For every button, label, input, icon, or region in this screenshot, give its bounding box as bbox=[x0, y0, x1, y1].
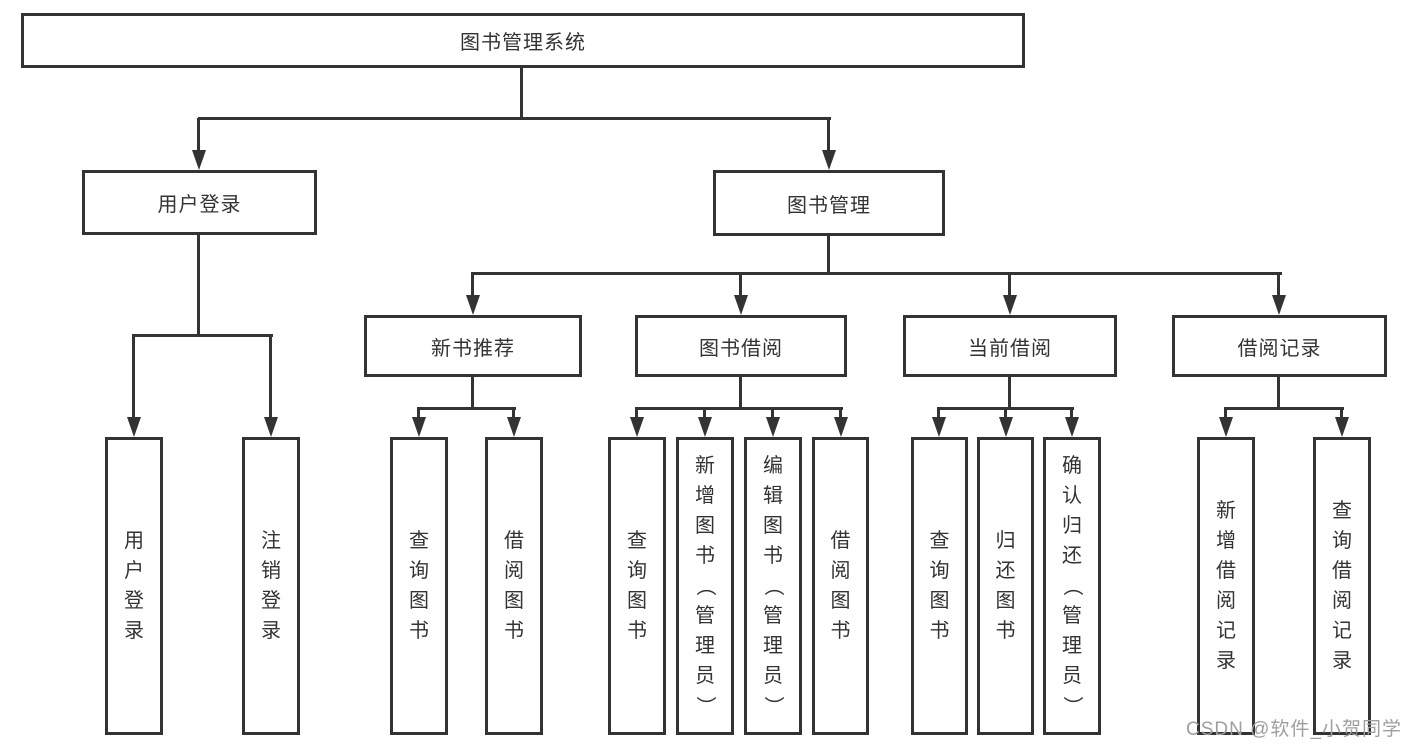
connector-recommend-crossbar bbox=[417, 407, 516, 410]
connector-level3-crossbar bbox=[471, 272, 1282, 275]
node-book-borrowing: 图书借阅 bbox=[635, 315, 847, 377]
leaf-user-login: 用户登录 bbox=[105, 437, 163, 735]
arrowhead-new-book-recommend-icon bbox=[466, 295, 480, 315]
connector-to-leaf-edit-books bbox=[771, 408, 774, 419]
node-current-borrowing: 当前借阅 bbox=[903, 315, 1117, 377]
connector-to-borrow-records bbox=[1277, 273, 1280, 297]
connector-to-leaf-borrow-books bbox=[839, 408, 842, 419]
leaf-query-books-recommend: 查询图书 bbox=[390, 437, 448, 735]
leaf-confirm-return-admin: 确认归还（管理员） bbox=[1043, 437, 1101, 735]
connector-recommend-stem bbox=[471, 377, 474, 408]
connector-book-management-stem bbox=[827, 236, 830, 273]
leaf-logout: 注销登录 bbox=[242, 437, 300, 735]
leaf-query-borrow-record-label: 查询借阅记录 bbox=[1332, 500, 1352, 672]
leaf-return-books-label: 归还图书 bbox=[995, 530, 1016, 642]
node-user-login: 用户登录 bbox=[82, 170, 317, 235]
arrowhead-leaf-borrow-recommend-icon bbox=[507, 417, 521, 437]
leaf-user-login-label: 用户登录 bbox=[124, 530, 144, 642]
arrowhead-leaf-return-books-icon bbox=[999, 417, 1013, 437]
connector-to-leaf-add-books bbox=[703, 408, 706, 419]
connector-to-book-borrowing bbox=[739, 273, 742, 297]
connector-to-leaf-query-recommend bbox=[417, 408, 420, 419]
connector-to-leaf-query-current bbox=[937, 408, 940, 419]
connector-to-book-management bbox=[827, 118, 830, 152]
arrowhead-borrow-records-icon bbox=[1272, 295, 1286, 315]
node-new-book-recommend: 新书推荐 bbox=[364, 315, 582, 377]
connector-to-leaf-return-books bbox=[1004, 408, 1007, 419]
arrowhead-leaf-add-books-icon bbox=[698, 417, 712, 437]
connector-to-leaf-add-record bbox=[1224, 408, 1227, 419]
leaf-add-borrow-record: 新增借阅记录 bbox=[1197, 437, 1255, 735]
connector-to-leaf-query-record bbox=[1340, 408, 1343, 419]
leaf-query-books-borrowing: 查询图书 bbox=[608, 437, 666, 735]
leaf-add-books-admin: 新增图书（管理员） bbox=[676, 437, 734, 735]
node-new-book-recommend-label: 新书推荐 bbox=[431, 337, 515, 360]
node-book-borrowing-label: 图书借阅 bbox=[699, 337, 783, 360]
arrowhead-user-login-icon bbox=[192, 150, 206, 170]
leaf-query-books-current: 查询图书 bbox=[911, 437, 968, 735]
connector-borrowing-stem bbox=[739, 377, 742, 408]
arrowhead-leaf-logout-icon bbox=[264, 417, 278, 437]
arrowhead-leaf-query-recommend-icon bbox=[412, 417, 426, 437]
node-root-label: 图书管理系统 bbox=[460, 32, 586, 54]
node-borrow-records: 借阅记录 bbox=[1172, 315, 1387, 377]
leaf-add-books-admin-label: 新增图书（管理员） bbox=[694, 455, 716, 716]
arrowhead-leaf-user-login-icon bbox=[127, 417, 141, 437]
csdn-watermark: CSDN @软件_小贺同学 bbox=[1186, 719, 1402, 740]
connector-records-crossbar bbox=[1224, 407, 1344, 410]
connector-root-stem bbox=[520, 68, 523, 118]
connector-user-login-stem bbox=[197, 235, 200, 335]
connector-to-leaf-confirm-return bbox=[1070, 408, 1073, 419]
connector-to-current-borrowing bbox=[1008, 273, 1011, 297]
leaf-logout-label: 注销登录 bbox=[261, 530, 281, 642]
arrowhead-leaf-query-record-icon bbox=[1335, 417, 1349, 437]
connector-to-leaf-borrow-recommend bbox=[512, 408, 515, 419]
connector-current-stem bbox=[1008, 377, 1011, 408]
connector-to-new-book-recommend bbox=[471, 273, 474, 297]
leaf-borrow-books: 借阅图书 bbox=[812, 437, 869, 735]
connector-to-leaf-logout bbox=[269, 335, 272, 419]
arrowhead-leaf-query-borrowing-icon bbox=[630, 417, 644, 437]
node-user-login-label: 用户登录 bbox=[157, 194, 242, 216]
arrowhead-book-borrowing-icon bbox=[734, 295, 748, 315]
connector-records-stem bbox=[1277, 377, 1280, 408]
leaf-borrow-books-recommend: 借阅图书 bbox=[485, 437, 543, 735]
arrowhead-current-borrowing-icon bbox=[1003, 295, 1017, 315]
node-root-library-system: 图书管理系统 bbox=[21, 13, 1025, 68]
arrowhead-book-management-icon bbox=[822, 150, 836, 170]
leaf-add-borrow-record-label: 新增借阅记录 bbox=[1216, 500, 1236, 672]
connector-user-login-crossbar bbox=[132, 334, 273, 337]
connector-to-leaf-user-login bbox=[132, 335, 135, 419]
leaf-query-books-borrowing-label: 查询图书 bbox=[627, 530, 647, 642]
leaf-edit-books-admin: 编辑图书（管理员） bbox=[744, 437, 802, 735]
arrowhead-leaf-edit-books-icon bbox=[766, 417, 780, 437]
leaf-confirm-return-admin-label: 确认归还（管理员） bbox=[1061, 455, 1083, 716]
connector-to-leaf-query-borrowing bbox=[635, 408, 638, 419]
arrowhead-leaf-confirm-return-icon bbox=[1065, 417, 1079, 437]
node-book-management: 图书管理 bbox=[713, 170, 945, 236]
leaf-edit-books-admin-label: 编辑图书（管理员） bbox=[762, 455, 784, 716]
arrowhead-leaf-add-record-icon bbox=[1219, 417, 1233, 437]
connector-root-crossbar bbox=[198, 117, 831, 120]
arrowhead-leaf-query-current-icon bbox=[932, 417, 946, 437]
connector-borrowing-crossbar bbox=[635, 407, 843, 410]
node-borrow-records-label: 借阅记录 bbox=[1237, 337, 1322, 360]
connector-to-user-login bbox=[197, 118, 200, 152]
arrowhead-leaf-borrow-books-icon bbox=[834, 417, 848, 437]
node-book-management-label: 图书管理 bbox=[787, 194, 871, 217]
leaf-borrow-books-label: 借阅图书 bbox=[830, 530, 851, 642]
leaf-query-books-recommend-label: 查询图书 bbox=[409, 530, 429, 642]
leaf-query-books-current-label: 查询图书 bbox=[929, 530, 950, 642]
node-current-borrowing-label: 当前借阅 bbox=[968, 337, 1052, 360]
leaf-borrow-books-recommend-label: 借阅图书 bbox=[504, 530, 524, 642]
leaf-query-borrow-record: 查询借阅记录 bbox=[1313, 437, 1371, 735]
leaf-return-books: 归还图书 bbox=[977, 437, 1034, 735]
